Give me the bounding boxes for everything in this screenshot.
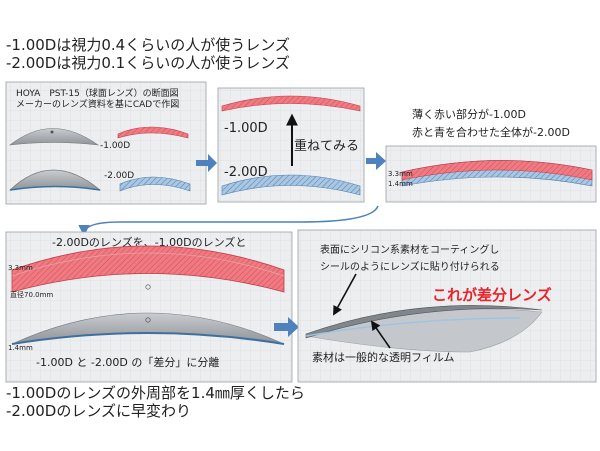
arrow-panel3-to-panel4: [78, 205, 379, 237]
panel-difference-split: -2.00Dのレンズを、-1.00Dのレンズと 3.3mm 直径70.0mm 1…: [5, 231, 293, 383]
panel2-overlay-note: 重ねてみる: [294, 138, 359, 154]
panel-overlaid-sections: 薄く赤い部分が-1.00D 赤と青を合わせた全体が-2.00D 3.3mm 1.…: [385, 107, 597, 203]
panel5-note-2: シールのようにレンズに貼り付けられる: [320, 260, 500, 273]
panel-difference-lens: 表面にシリコン系素材をコーティングし シールのようにレンズに貼り付けられる これ…: [297, 229, 597, 383]
panel-separate-sections: -1.00D -2.00D 重ねてみる: [217, 87, 365, 203]
panel4-dim-top: 3.3mm: [8, 264, 33, 272]
panel3-dim-1-4: 1.4mm: [388, 180, 413, 188]
panel2-label-2d: -2.00D: [224, 165, 268, 180]
footer-line-1: -1.00Dのレンズの外周部を1.4㎜厚くしたら: [6, 384, 305, 402]
panel5-difference-film: [305, 305, 543, 339]
panel1-label-1d: -1.00D: [100, 141, 130, 151]
arrow-panel1-to-panel2: [196, 154, 217, 172]
panel5-pointer-upper: [333, 273, 357, 316]
heading-line-1: -1.00Dは視力0.4くらいの人が使うレンズ: [6, 36, 290, 54]
panel1-label-2d: -2.00D: [104, 171, 134, 181]
panel1-caption-2: メーカーのレンズ資料を基にCADで作図: [16, 98, 179, 110]
panel1-lens-1d-red: [117, 126, 189, 139]
panel1-lens-2d-blue: [119, 176, 191, 192]
panel2-label-1d: -1.00D: [224, 121, 268, 136]
panel3-note-1: 薄く赤い部分が-1.00D: [412, 107, 526, 121]
footer-line-2: -2.00Dのレンズに早変わり: [6, 402, 191, 420]
panel4-lens-2d-blue-rim: [11, 332, 285, 345]
panel5-note-1: 表面にシリコン系素材をコーティングし: [320, 243, 499, 256]
panel4-caption: -1.00D と -2.00D の「差分」に分離: [36, 355, 219, 369]
panel2-lens-2d-blue: [221, 174, 361, 196]
panel1-lens-1d-gray: [8, 128, 100, 146]
panel3-dim-3-3: 3.3mm: [388, 170, 413, 178]
panel5-film-edge: [305, 317, 521, 337]
panel-original-lenses: HOYA PST-15（球面レンズ）の断面図 メーカーのレンズ資料を基にCADで…: [5, 81, 207, 205]
arrow-panel2-to-panel3: [366, 152, 386, 170]
panel1-caption-1: HOYA PST-15（球面レンズ）の断面図: [16, 87, 179, 99]
panel5-material: 素材は一般的な透明フィルム: [312, 350, 455, 364]
panel2-lens-1d-red: [221, 95, 361, 112]
panel4-title: -2.00Dのレンズを、-1.00Dのレンズと: [52, 235, 246, 249]
panel5-highlight: これが差分レンズ: [432, 286, 552, 304]
arrow-panel4-to-panel5: [274, 317, 299, 337]
panel4-dim-bottom: 1.4mm: [8, 344, 33, 352]
panel4-lens-1d: [11, 245, 285, 293]
panel3-note-2: 赤と青を合わせた全体が-2.00D: [412, 125, 570, 139]
panel4-diameter: 直径70.0mm: [10, 290, 53, 299]
panel5-pointer-lower: [370, 320, 391, 349]
heading-line-2: -2.00Dは視力0.1くらいの人が使うレンズ: [6, 54, 290, 72]
panel3-lens-1d-red: [401, 160, 593, 181]
